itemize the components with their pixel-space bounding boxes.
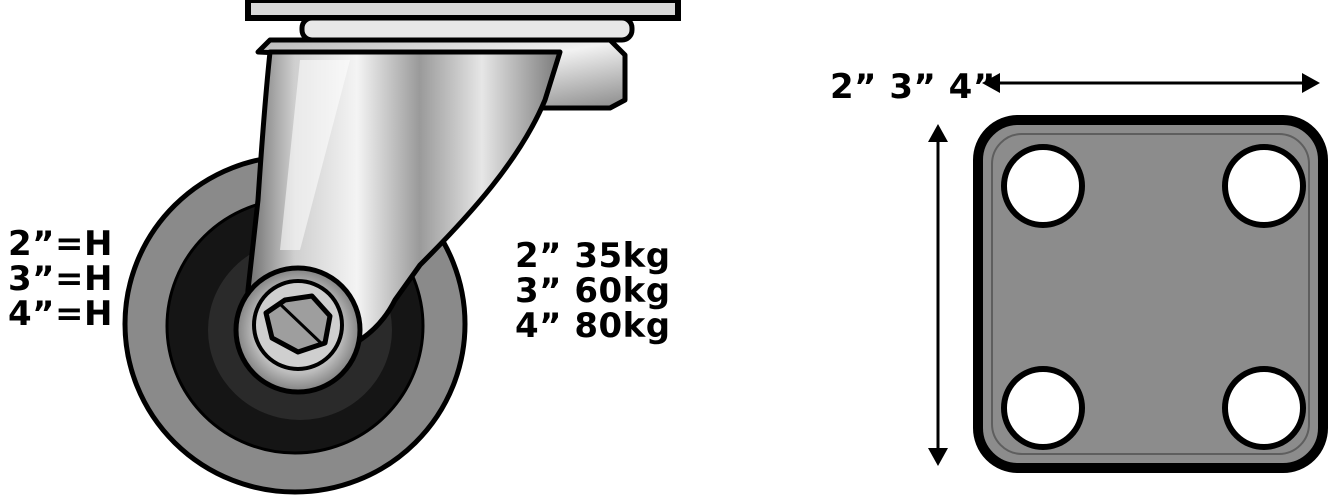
height-label-3in: 3”=H — [8, 259, 113, 299]
mounting-hole-top-left — [1001, 144, 1085, 228]
load-label-2in: 2” 35kg — [515, 236, 671, 276]
width-dimension-arrow-icon — [982, 73, 1320, 93]
swivel-caster-illustration — [122, 0, 681, 495]
height-label-4in: 4”=H — [8, 294, 113, 334]
mounting-hole-top-right — [1222, 144, 1306, 228]
wheel-height-labels: 2”=H 3”=H 4”=H — [8, 227, 113, 332]
height-label-2in: 2”=H — [8, 224, 113, 264]
top-plate-diagram — [928, 73, 1328, 473]
load-label-3in: 3” 60kg — [515, 271, 671, 311]
mounting-hole-bottom-left — [1001, 366, 1085, 450]
load-capacity-labels: 2” 35kg 3” 60kg 4” 80kg — [515, 239, 671, 344]
plate-bearing-ring — [299, 15, 635, 43]
mounting-hole-bottom-right — [1222, 366, 1306, 450]
fork-highlight — [280, 60, 350, 250]
plate-size-label: 2” 3” 4” — [830, 67, 996, 107]
height-dimension-arrow-icon — [928, 124, 948, 466]
load-label-4in: 4” 80kg — [515, 306, 671, 346]
mounting-plate — [245, 0, 681, 21]
